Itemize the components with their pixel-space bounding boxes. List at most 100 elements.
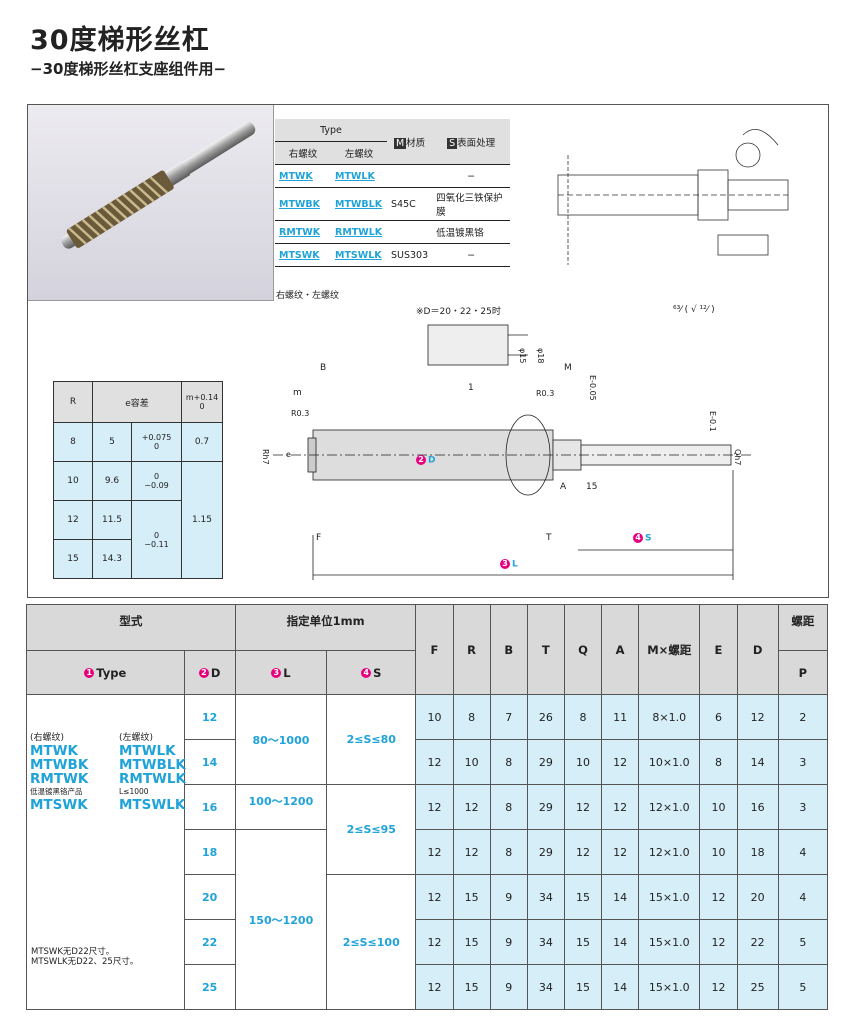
- table-cell: 15×1.0: [638, 964, 701, 1010]
- table-cell: L≤1000: [119, 787, 149, 796]
- table-cell: 3: [500, 559, 510, 569]
- table-cell: 9: [489, 874, 528, 920]
- table-cell: 15: [452, 874, 491, 920]
- col-header: m+0.14 0: [181, 381, 223, 423]
- table-cell: 12×1.0: [638, 829, 701, 875]
- d-value: 25: [183, 964, 236, 1010]
- table-cell: 9: [489, 964, 528, 1010]
- dim-label: R0.3: [291, 409, 310, 418]
- table-cell: 34: [526, 919, 565, 965]
- page-title: 30度梯形丝杠: [30, 25, 210, 56]
- table-cell: 15: [452, 964, 491, 1010]
- table-cell: MTWK: [30, 743, 78, 759]
- table-cell: 表面处理: [457, 137, 496, 149]
- col-header: T: [526, 604, 565, 695]
- table-cell: 10×1.0: [638, 739, 701, 785]
- material-value: [387, 164, 433, 188]
- dim-label: R0.3: [536, 389, 555, 398]
- table-cell: 5: [777, 919, 829, 965]
- table-cell: 8: [563, 694, 603, 740]
- table-cell: 25: [736, 964, 779, 1010]
- table-cell: L: [512, 559, 518, 570]
- type-code: MTSWLK: [331, 243, 387, 267]
- table-cell: MTWBK: [30, 757, 89, 773]
- table-cell: 14: [736, 739, 779, 785]
- material-value: [387, 220, 433, 244]
- right-thread-types: (右螺纹) MTWK MTWBK RMTWK 低温镀黑铬产品 MTSWK: [30, 733, 88, 812]
- table-cell: RMTWLK: [119, 771, 186, 787]
- type-code: MTWBLK: [331, 187, 387, 221]
- product-photo: [28, 105, 274, 301]
- col-header: e容差: [92, 381, 182, 423]
- table-cell: 12: [601, 784, 640, 830]
- table-cell: 5: [777, 964, 829, 1010]
- table-cell: 12: [736, 694, 779, 740]
- type-code: RMTWLK: [331, 220, 387, 244]
- l-range: 150〜1200: [234, 829, 328, 1010]
- table-cell: 14: [601, 964, 640, 1010]
- dim-label: 1: [468, 383, 474, 393]
- col-header: M×螺距: [638, 604, 701, 695]
- table-cell: 16: [736, 784, 779, 830]
- table-cell: D: [210, 665, 221, 680]
- surface-value: 低温镀黑铬: [432, 220, 511, 244]
- e-value: 5: [92, 422, 132, 462]
- table-cell: 12: [601, 739, 640, 785]
- dim-label: E-0.05: [588, 375, 597, 401]
- type-code: MTWBK: [275, 187, 331, 221]
- tol-value: +0.075 0: [131, 422, 182, 462]
- d-value: 22: [183, 919, 236, 965]
- col-header: R: [452, 604, 491, 695]
- table-cell: 15: [563, 964, 603, 1010]
- d-note: ※D＝20・22・25时: [416, 307, 501, 317]
- dim-label: A: [560, 482, 567, 492]
- p-header: P: [777, 650, 829, 695]
- table-cell: 3: [777, 784, 829, 830]
- table-cell: 15: [563, 919, 603, 965]
- d-value: 16: [183, 784, 236, 830]
- table-cell: 12: [452, 829, 491, 875]
- right-thread-header: 右螺纹: [275, 141, 331, 165]
- table-cell: 15: [452, 919, 491, 965]
- table-cell: MTSWLK: [119, 797, 186, 813]
- m-value: 1.15: [181, 461, 223, 579]
- table-cell: 8: [489, 739, 528, 785]
- assembly-drawing: [557, 128, 789, 265]
- col-header: D: [736, 604, 779, 695]
- table-cell: 15: [563, 874, 603, 920]
- r-tolerance-table: R e容差 m+0.14 0 8 5 +0.075 0 0.7 10 9.6 0…: [53, 381, 223, 579]
- table-cell: 22: [736, 919, 779, 965]
- table-cell: 20: [736, 874, 779, 920]
- type-notes: MTSWK无D22尺寸。 MTSWLK无D22、25尺寸。: [31, 947, 138, 967]
- table-cell: 4: [777, 829, 829, 875]
- dim-label: M: [564, 363, 572, 373]
- dim-label: Rh7: [261, 449, 270, 465]
- table-cell: 10: [563, 739, 603, 785]
- table-cell: 4: [777, 874, 829, 920]
- e-value: 14.3: [92, 539, 132, 579]
- table-cell: 11: [601, 694, 640, 740]
- table-cell: 29: [526, 784, 565, 830]
- dim-label: φ15: [518, 348, 527, 364]
- dim-label: E-0.1: [708, 411, 717, 432]
- table-cell: 12: [415, 784, 454, 830]
- table-cell: 10: [699, 784, 738, 830]
- table-cell: 12: [563, 784, 603, 830]
- col-header: B: [489, 604, 528, 695]
- table-cell: S: [447, 137, 458, 149]
- dim-label: T: [546, 533, 552, 543]
- table-cell: RMTWK: [30, 771, 89, 787]
- s-range: 2≤S≤95: [326, 784, 417, 875]
- table-cell: 12: [415, 874, 454, 920]
- table-cell: 29: [526, 829, 565, 875]
- table-cell: MTWBLK: [119, 757, 186, 773]
- table-cell: 15×1.0: [638, 919, 701, 965]
- s-range: 2≤S≤80: [326, 694, 417, 785]
- d-value: 14: [183, 739, 236, 785]
- table-cell: 9: [489, 919, 528, 965]
- page-subtitle: −30度梯形丝杠支座组件用−: [30, 60, 227, 78]
- roughness-symbols: ⁶³⁄ ( √ ¹²⁄ ): [673, 305, 715, 315]
